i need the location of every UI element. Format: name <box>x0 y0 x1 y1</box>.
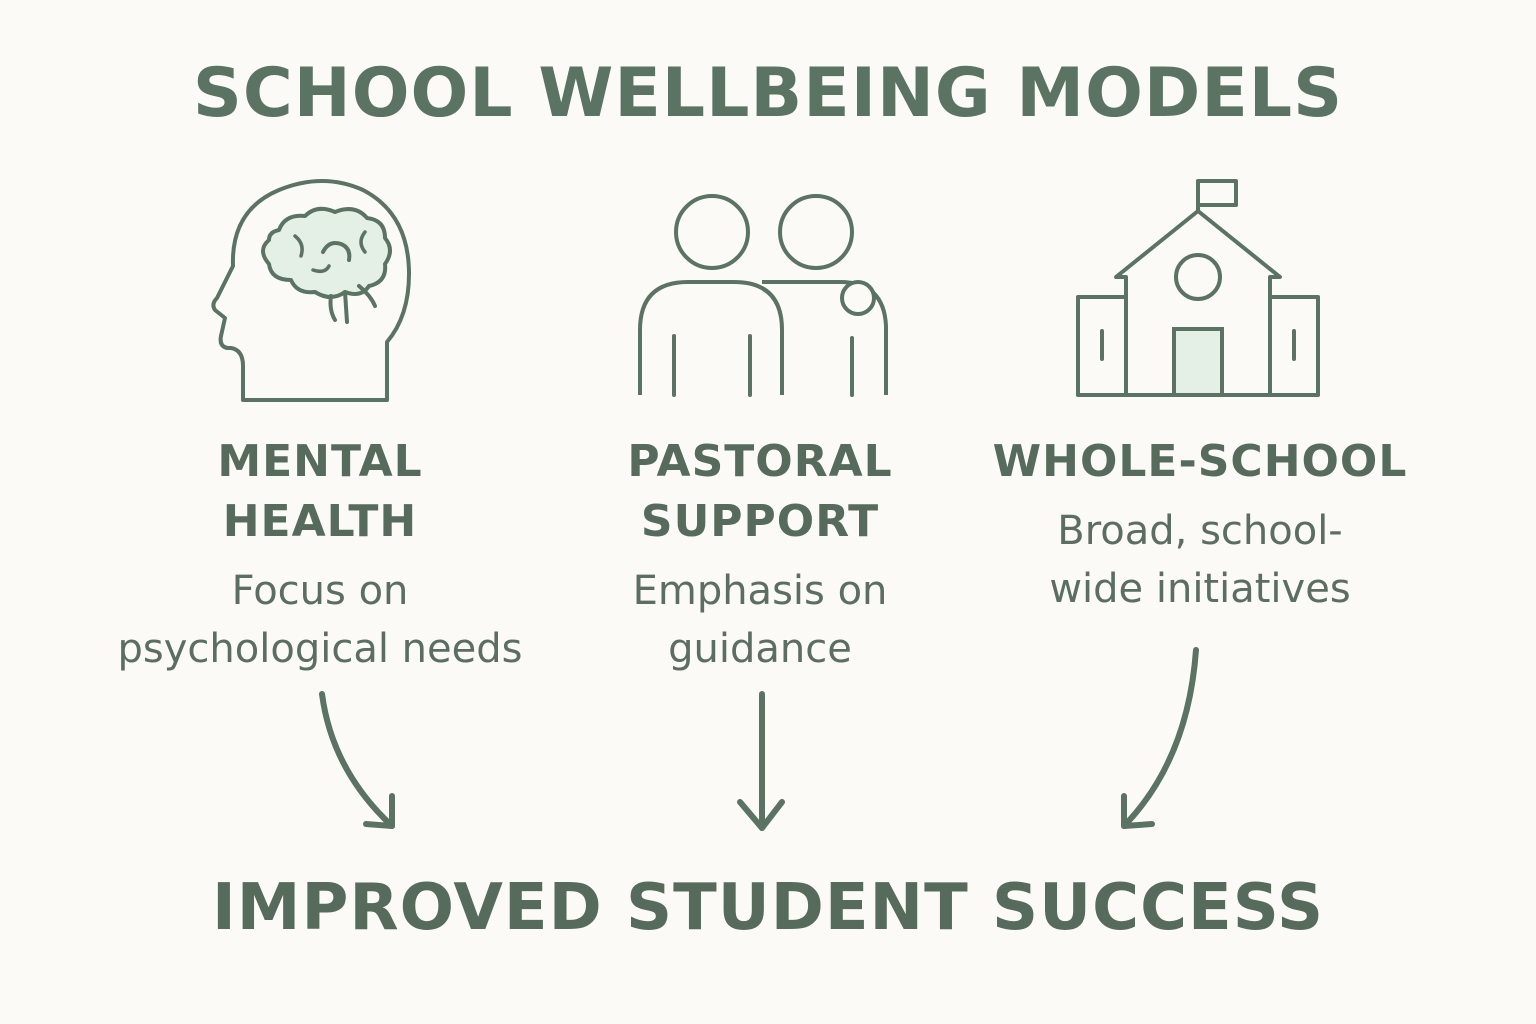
model-desc-line: Focus on <box>231 568 409 614</box>
model-title: MENTAL HEALTH <box>70 432 570 552</box>
head-brain-icon <box>211 179 411 402</box>
model-title-line: MENTAL <box>217 436 423 487</box>
model-pastoral-support: PASTORAL SUPPORT Emphasis on guidance <box>560 432 960 678</box>
model-desc-line: psychological needs <box>117 626 523 672</box>
outcome-label: IMPROVED STUDENT SUCCESS <box>211 871 1325 945</box>
model-description: Emphasis on guidance <box>560 562 960 678</box>
model-title-line: HEALTH <box>222 496 418 547</box>
model-mental-health: MENTAL HEALTH Focus on psychological nee… <box>70 432 570 678</box>
arrow-right <box>1121 647 1199 829</box>
model-desc-line: Emphasis on <box>632 568 888 614</box>
model-desc-line: wide initiatives <box>1049 566 1351 612</box>
model-whole-school: WHOLE-SCHOOL Broad, school- wide initiat… <box>960 432 1440 618</box>
arrow-left <box>319 691 395 829</box>
model-description: Broad, school- wide initiatives <box>960 502 1440 618</box>
model-title-line: SUPPORT <box>640 496 880 547</box>
model-title-line: PASTORAL <box>627 436 893 487</box>
model-desc-line: Broad, school- <box>1057 508 1343 554</box>
school-building-icon <box>1076 179 1320 397</box>
arrow-center <box>737 691 785 831</box>
diagram-title: SCHOOL WELLBEING MODELS <box>192 54 1344 133</box>
model-description: Focus on psychological needs <box>70 562 570 678</box>
model-title: PASTORAL SUPPORT <box>560 432 960 552</box>
two-people-icon <box>638 194 888 397</box>
model-title-line: WHOLE-SCHOOL <box>992 436 1408 487</box>
model-title: WHOLE-SCHOOL <box>960 432 1440 492</box>
model-desc-line: guidance <box>668 626 852 672</box>
